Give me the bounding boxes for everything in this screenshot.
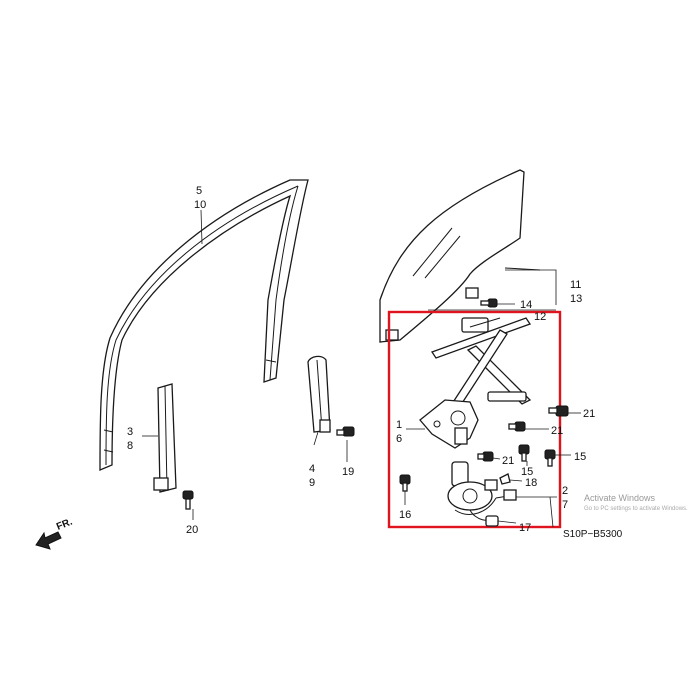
door-glass	[379, 169, 541, 343]
label-19: 19	[342, 466, 354, 478]
bolt-14	[480, 298, 498, 308]
label-3: 3	[127, 426, 133, 438]
front-direction-label: FR.	[55, 516, 74, 532]
label-21-lower: 21	[502, 455, 514, 467]
label-15-left: 15	[521, 466, 533, 478]
diagram-code: S10P−B5300	[563, 529, 623, 540]
label-16: 16	[399, 509, 411, 521]
label-6: 6	[396, 433, 402, 445]
bolt-20	[182, 490, 194, 510]
bolt-19	[336, 426, 355, 437]
bolt-16	[399, 474, 411, 492]
label-4: 4	[309, 463, 315, 475]
label-15-right: 15	[574, 451, 586, 463]
window-regulator	[419, 317, 532, 449]
label-21-upper: 21	[583, 408, 595, 420]
watermark-title: Activate Windows	[584, 493, 656, 503]
bolt-15-right	[544, 449, 556, 467]
label-17: 17	[519, 522, 531, 534]
door-sash-channel	[99, 179, 309, 471]
bolt-21-middle	[508, 421, 526, 432]
label-8: 8	[127, 440, 133, 452]
label-11: 11	[570, 279, 581, 291]
arrow-left-icon	[35, 531, 62, 550]
bolt-21-lower	[477, 451, 494, 462]
label-18: 18	[525, 477, 537, 489]
bolt-21-upper	[548, 405, 569, 417]
regulator-highlight-box	[387, 310, 562, 529]
label-2: 2	[562, 485, 568, 497]
bolt-15-left	[518, 444, 530, 462]
label-20: 20	[186, 524, 198, 536]
part-labels: 5 10 3 8 20 4 9 19 11 13 14 12 1 6 21 21…	[127, 185, 595, 536]
label-13: 13	[570, 293, 582, 305]
regulator-motor	[447, 461, 517, 527]
label-12: 12	[534, 311, 546, 323]
label-9: 9	[309, 477, 315, 489]
label-21-middle: 21	[551, 425, 563, 437]
label-10: 10	[194, 199, 206, 211]
label-1: 1	[396, 419, 402, 431]
leader-lines	[142, 209, 581, 528]
label-5: 5	[196, 185, 202, 197]
lower-channel-front	[307, 355, 331, 433]
label-14: 14	[520, 299, 532, 311]
lower-channel-rear	[153, 383, 177, 493]
label-7: 7	[562, 499, 568, 511]
watermark-subtitle: Go to PC settings to activate Windows.	[584, 506, 688, 512]
front-direction-arrow: FR.	[35, 516, 74, 550]
